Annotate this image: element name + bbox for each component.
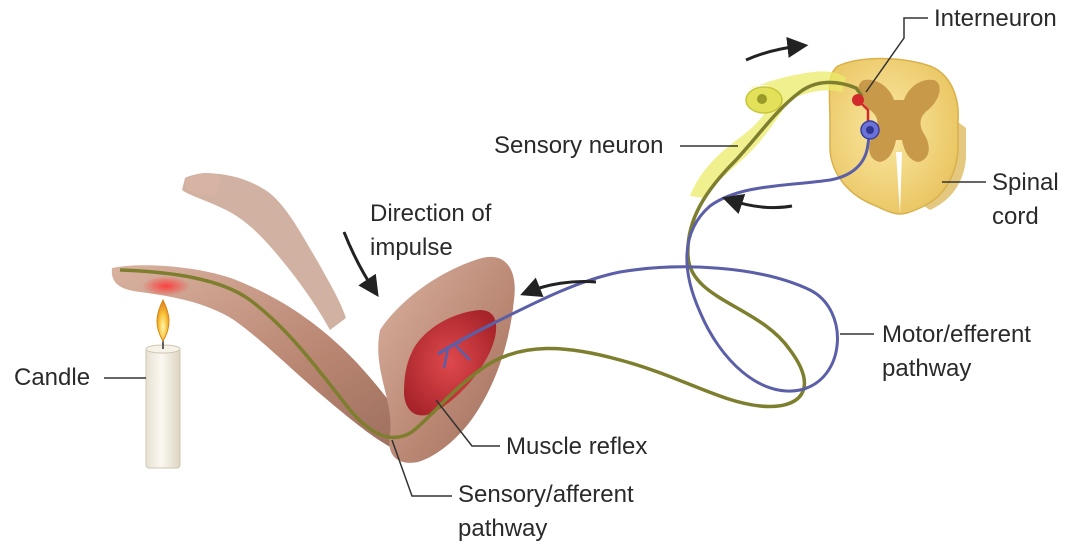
direction-line-1: Direction of [370, 197, 491, 231]
candle [146, 300, 180, 468]
candle-text: Candle [14, 364, 90, 391]
interneuron-text: Interneuron [934, 5, 1057, 32]
sensory-afferent-pathway-label: Sensory/afferent pathway [458, 478, 634, 546]
motor-pathway-line-2: pathway [882, 352, 1031, 386]
spinal-cord-label: Spinal cord [992, 166, 1059, 234]
sensory-neuron-label: Sensory neuron [494, 129, 663, 163]
burn-spot [142, 276, 190, 296]
arrow-icon [730, 200, 792, 208]
motor-efferent-pathway-label: Motor/efferent pathway [882, 318, 1031, 386]
sensory-pathway-line-2: pathway [458, 512, 634, 546]
direction-line-2: impulse [370, 231, 491, 265]
arrow-icon [746, 46, 800, 60]
candle-label: Candle [14, 361, 90, 395]
muscle-reflex-label: Muscle reflex [506, 430, 647, 464]
spinal-cord-line-1: Spinal [992, 166, 1059, 200]
muscle-reflex-text: Muscle reflex [506, 433, 647, 460]
spinal-cord-line-2: cord [992, 200, 1059, 234]
motor-pathway-line-1: Motor/efferent [882, 318, 1031, 352]
sensory-neuron-text: Sensory neuron [494, 132, 663, 159]
flame-icon [157, 300, 169, 341]
spinal-cord [829, 59, 966, 215]
direction-of-impulse-label: Direction of impulse [370, 197, 491, 265]
candle-body [146, 348, 180, 468]
sensory-pathway-line-1: Sensory/afferent [458, 478, 634, 512]
interneuron-label: Interneuron [934, 2, 1057, 36]
